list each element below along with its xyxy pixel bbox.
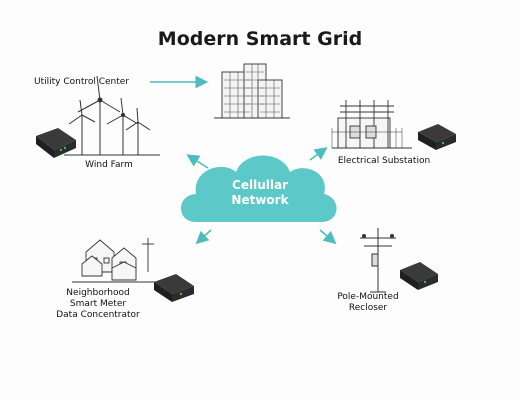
cellular-network-line1: Cellullar — [232, 178, 288, 192]
cellular-network-label: Cellullar Network — [214, 178, 306, 208]
substation-label: Electrical Substation — [337, 156, 431, 166]
neighborhood-label-line1: Neighborhood — [66, 288, 130, 298]
diagram-title: Modern Smart Grid — [157, 28, 363, 50]
control-center-label: Utility Control Center — [34, 77, 130, 87]
wind-turbine-icon — [64, 75, 160, 156]
meter-concentrator-device-icon — [154, 274, 194, 302]
substation-device-icon — [418, 124, 456, 150]
recloser-label-line1: Pole-Mounted — [337, 292, 399, 302]
office-building-icon — [214, 63, 290, 119]
arrow-substation — [309, 147, 328, 161]
cellular-network-cloud — [181, 155, 337, 222]
utility-pole-icon — [360, 228, 396, 293]
neighborhood-houses-icon — [72, 238, 160, 283]
neighborhood-label: Neighborhood Smart Meter Data Concentrat… — [48, 288, 148, 321]
arrow-recloser — [319, 229, 337, 245]
recloser-label: Pole-Mounted Recloser — [328, 292, 408, 314]
arrow-wind-farm — [186, 154, 209, 169]
neighborhood-label-line2: Smart Meter — [69, 299, 127, 309]
recloser-device-icon — [400, 262, 438, 290]
cellular-network-line2: Network — [231, 193, 289, 207]
recloser-label-line2: Recloser — [348, 303, 388, 313]
wind-farm-device-icon — [36, 128, 76, 158]
arrow-neighborhood — [195, 229, 212, 245]
neighborhood-label-line3: Data Concentrator — [56, 310, 140, 320]
substation-icon — [331, 100, 412, 149]
wind-farm-label: Wind Farm — [85, 160, 133, 170]
